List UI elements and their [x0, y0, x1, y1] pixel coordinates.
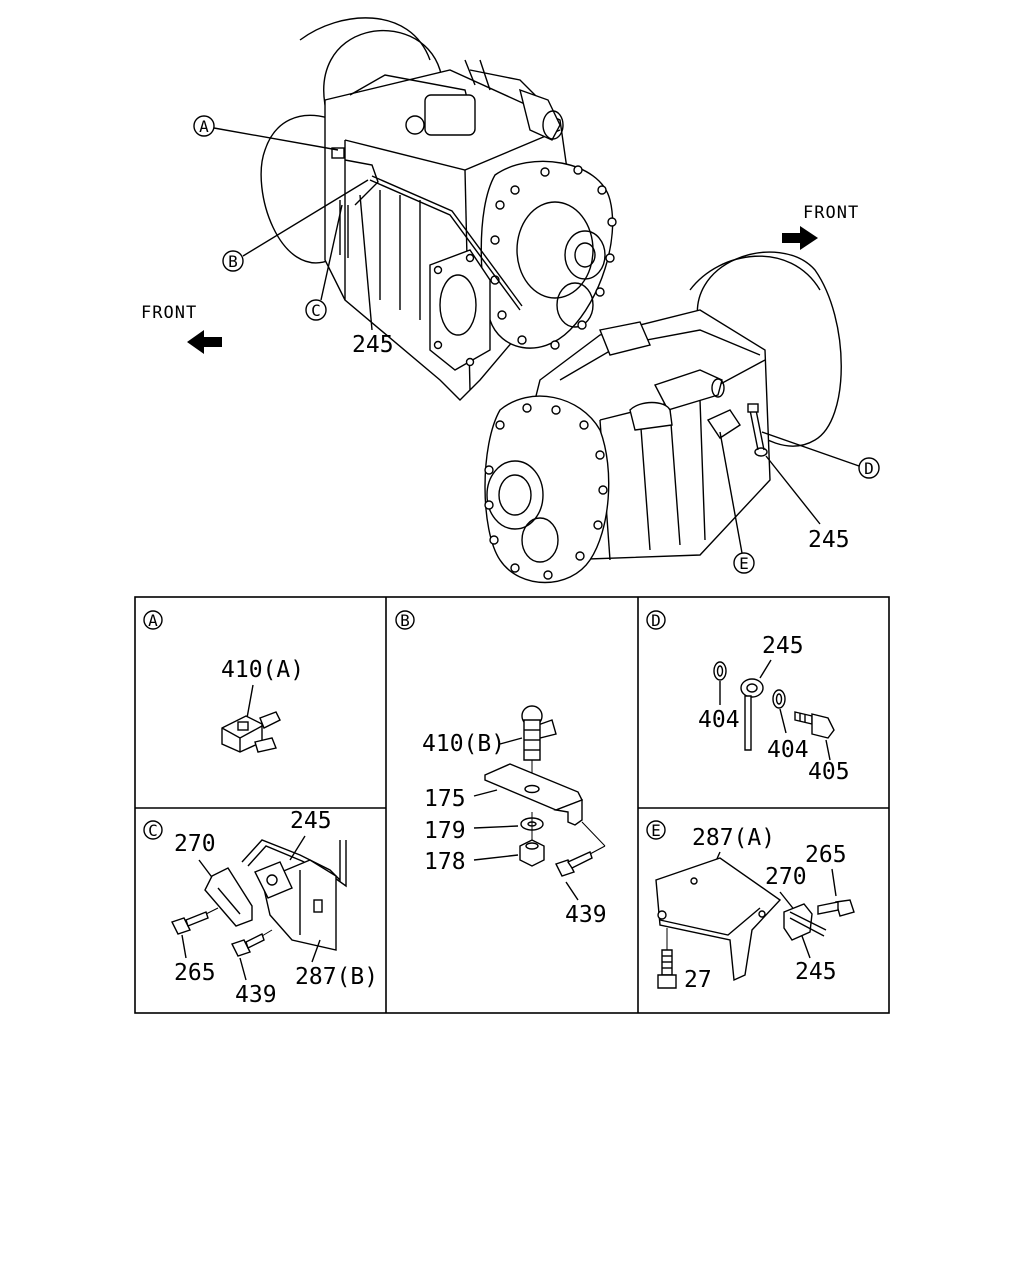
bracket-287b — [254, 859, 337, 951]
detail-panel-a: A 410(A) — [143, 610, 304, 753]
bolt-27 — [657, 949, 677, 989]
part-label-405: 405 — [808, 759, 850, 785]
part-label-245-e: 245 — [795, 959, 837, 985]
detail-panel-b: B 410(B) 175 179 178 439 — [395, 610, 607, 928]
part-label-270-c: 270 — [174, 831, 216, 857]
bolt-265-e — [817, 899, 855, 917]
part-label-410a: 410(A) — [221, 657, 304, 683]
bolt-265-c — [171, 911, 209, 935]
part-label-175: 175 — [424, 786, 466, 812]
callout-c: C — [311, 301, 321, 320]
part-label-287a: 287(A) — [692, 825, 775, 851]
panel-e-letter: E — [651, 821, 661, 840]
part-label-265-c: 265 — [174, 960, 216, 986]
lower-callouts: D 245 E — [719, 431, 880, 574]
clip-270-c — [204, 867, 253, 927]
washer-404-b — [772, 689, 786, 709]
callout-d: D — [864, 459, 874, 478]
panel-b-letter: B — [400, 611, 410, 630]
fitting-410b — [521, 705, 557, 761]
detail-panel-d: D 245 404 404 405 — [646, 610, 850, 785]
part-label-287b: 287(B) — [295, 964, 378, 990]
lower-cover-bolts — [484, 403, 608, 580]
washer-404-a — [713, 661, 727, 681]
nut-178 — [519, 839, 545, 867]
part-label-270-e: 270 — [765, 864, 807, 890]
panel-a-letter: A — [148, 611, 158, 630]
callout-a: A — [199, 117, 209, 136]
upper-callouts: A B C 245 — [193, 115, 394, 358]
part-label-410b: 410(B) — [422, 731, 505, 757]
part-label-439-b: 439 — [565, 902, 607, 928]
rear-cover-bolts — [490, 165, 617, 350]
part-label-439-c: 439 — [235, 982, 277, 1008]
label-245-lower: 245 — [808, 527, 850, 553]
detail-panel-c: C 270 245 265 439 — [143, 808, 378, 1008]
fitting-410a — [221, 711, 281, 753]
part-label-404-b: 404 — [767, 737, 809, 763]
eye-pipe-245-d — [740, 678, 764, 751]
bracket-175 — [484, 763, 583, 826]
upper-transmission-illustration: FRONT — [141, 17, 617, 401]
part-label-179: 179 — [424, 818, 466, 844]
part-label-265-e: 265 — [805, 842, 847, 868]
panel-c-letter: C — [148, 821, 158, 840]
detail-grid — [134, 596, 890, 1014]
label-245-upper: 245 — [352, 332, 394, 358]
front-arrow-right — [782, 226, 818, 250]
front-label-right: FRONT — [803, 203, 859, 223]
panel-d-letter: D — [651, 611, 661, 630]
bolt-405 — [794, 711, 835, 739]
callout-b: B — [228, 252, 238, 271]
bolt-439-b — [555, 851, 593, 877]
part-label-245-c: 245 — [290, 808, 332, 834]
part-label-27: 27 — [684, 967, 712, 993]
detail-panel-e: E 287(A) 265 270 245 — [646, 820, 855, 993]
part-label-178: 178 — [424, 849, 466, 875]
callout-e: E — [739, 554, 749, 573]
front-indicator-right: FRONT — [782, 203, 859, 250]
front-label-left: FRONT — [141, 303, 197, 323]
lower-transmission-illustration — [484, 251, 842, 584]
bracket-287a — [655, 857, 782, 982]
part-label-245-d: 245 — [762, 633, 804, 659]
front-arrow-left — [187, 330, 222, 354]
part-label-404-a: 404 — [698, 707, 740, 733]
bolt-439-c — [231, 933, 265, 957]
